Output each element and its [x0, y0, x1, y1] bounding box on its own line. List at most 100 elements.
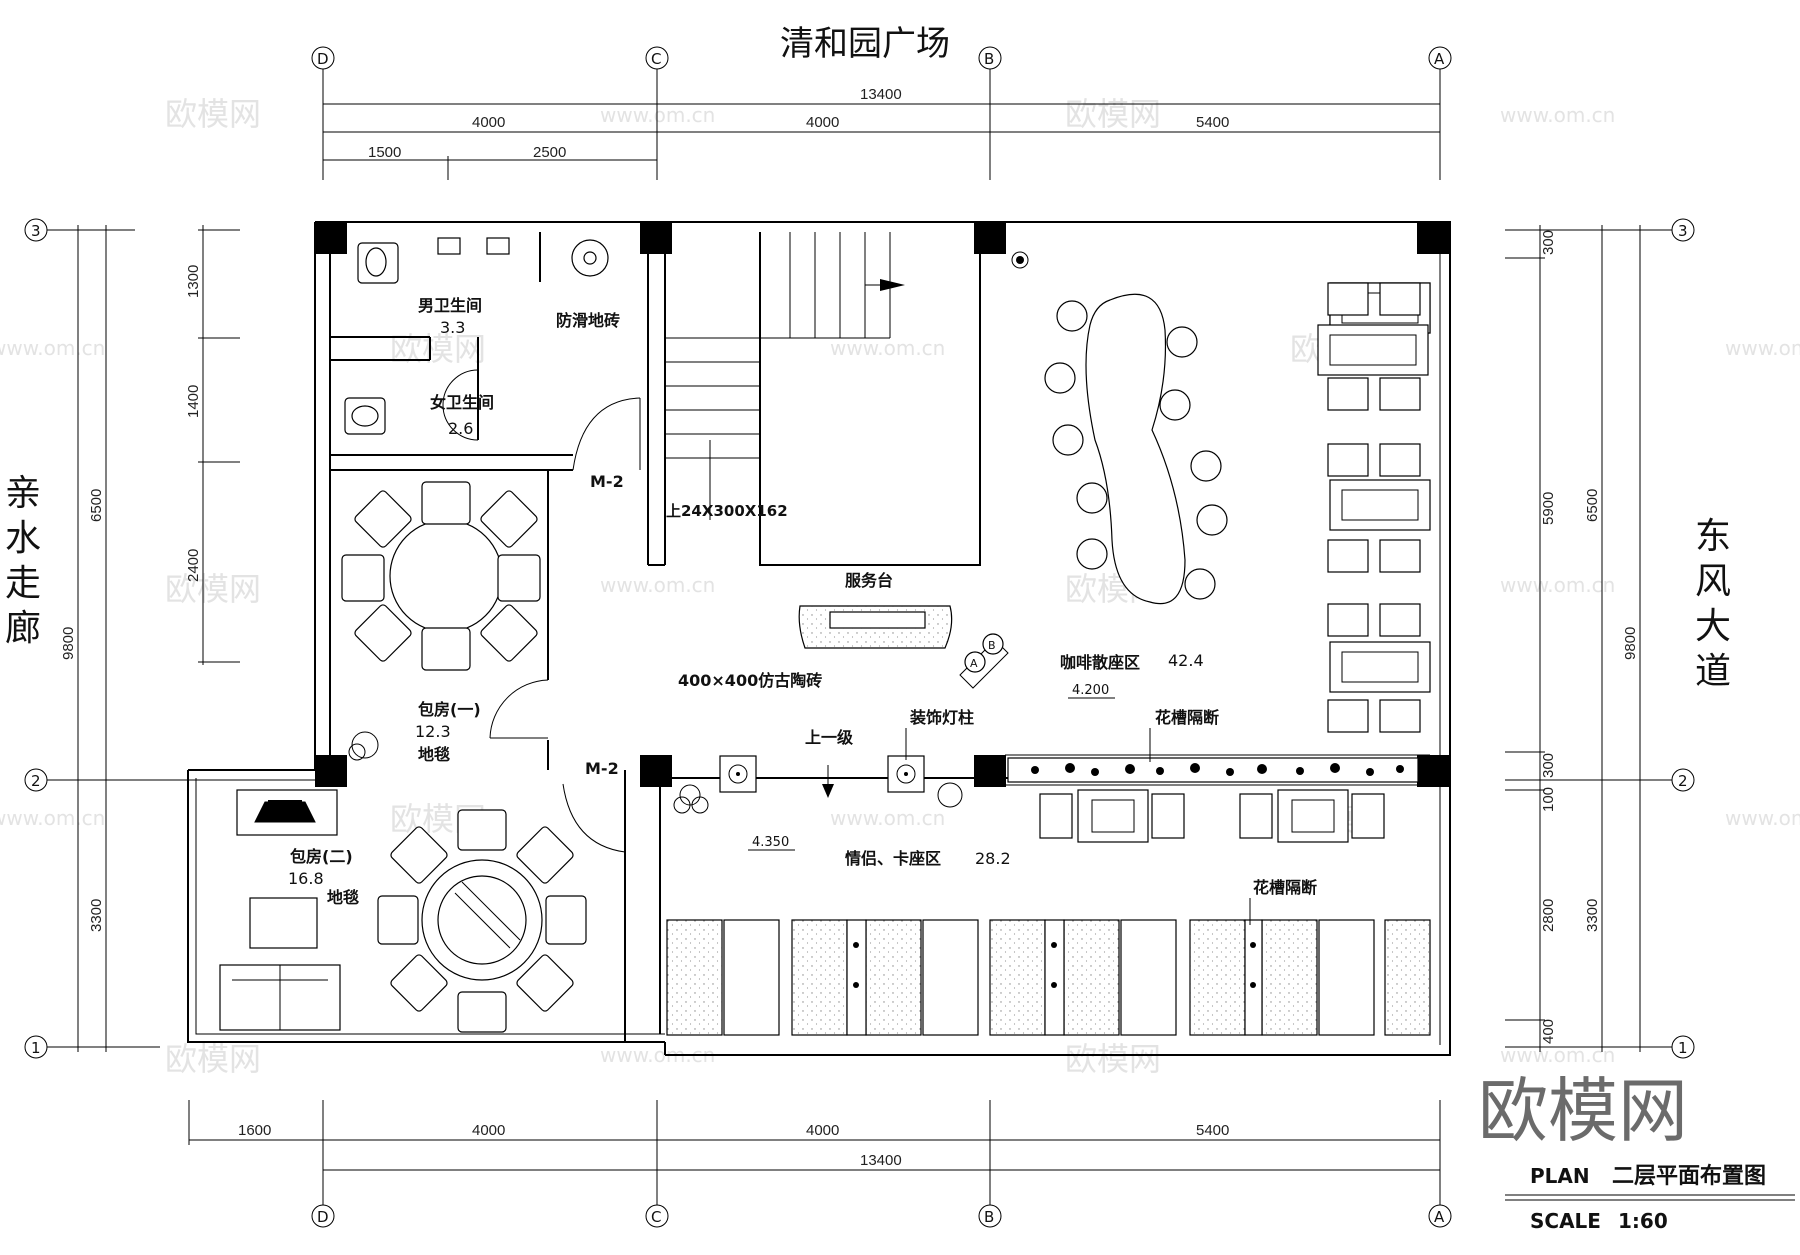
dim-top-seg1: 4000 [472, 114, 505, 131]
watermark-url: www.om.cn [1500, 103, 1615, 127]
coffee-seating-area [1011, 251, 1228, 605]
stair-label: 上24X300X162 [666, 502, 788, 520]
dim-left-low: 3300 [88, 899, 105, 932]
grid-axis-top: D C B A 13400 4000 4000 5400 1500 2500 [311, 46, 1452, 180]
watermark-logo: 欧模网 [1065, 1040, 1161, 1078]
svg-text:大: 大 [1695, 606, 1731, 647]
svg-text:风: 风 [1695, 561, 1731, 602]
area-couple: 28.2 [975, 849, 1011, 868]
grid-bubble-3-right: 3 [1678, 222, 1688, 240]
label-floor-tile: 400×400仿古陶砖 [678, 671, 822, 690]
scale-label: SCALE [1530, 1209, 1601, 1233]
svg-text:廊: 廊 [5, 608, 41, 649]
section-mark-b: B [988, 639, 996, 652]
dim-top-total: 13400 [860, 86, 902, 103]
dim-left-c: 2400 [185, 549, 202, 582]
watermark-url: www.om.cn [1725, 806, 1800, 830]
grid-bubble-d-bottom: D [317, 1208, 329, 1226]
svg-text:走: 走 [5, 563, 41, 604]
dim-left-b: 1400 [185, 385, 202, 418]
dim-bottom-total: 13400 [860, 1152, 902, 1169]
dim-right-a: 300 [1540, 230, 1557, 255]
dim-top-seg2: 4000 [806, 114, 839, 131]
label-service-desk: 服务台 [845, 571, 893, 590]
grid-bubble-3: 3 [31, 222, 41, 240]
service-counter [798, 605, 953, 649]
label-planter-1: 花槽隔断 [1155, 708, 1219, 727]
label-decor-lamp: 装饰灯柱 [909, 708, 974, 727]
watermark-url: www.om.cn [600, 103, 715, 127]
area-coffee: 42.4 [1168, 651, 1204, 670]
room-label-women-wc: 女卫生间 [430, 393, 494, 412]
dim-bottom-seg2: 4000 [806, 1122, 839, 1139]
room-1-dining [341, 481, 549, 761]
right-side-label: 东 风 大 道 [1695, 516, 1731, 692]
label-couple-area: 情侣、卡座区 [845, 849, 941, 868]
dim-top-sub2: 2500 [533, 144, 566, 161]
grid-bubble-2: 2 [31, 772, 41, 790]
scale-value: 1:60 [1618, 1209, 1668, 1233]
section-mark: A B [959, 633, 1009, 689]
room-area-men-wc: 3.3 [440, 318, 465, 337]
label-coffee-area: 咖啡散座区 [1060, 653, 1140, 672]
grid-bubble-d: D [317, 50, 329, 68]
room-label-men-wc: 男卫生间 [418, 296, 482, 315]
floor-label-antislip: 防滑地砖 [556, 311, 620, 330]
dim-bottom-seg1: 4000 [472, 1122, 505, 1139]
label-planter-2: 花槽隔断 [1253, 878, 1317, 897]
plan-name: 二层平面布置图 [1612, 1163, 1766, 1189]
dim-top-sub1: 1500 [368, 144, 401, 161]
plan-label: PLAN [1530, 1164, 1590, 1188]
plan-top-label: 清和园广场 [780, 24, 950, 64]
watermark-logo: 欧模网 [165, 1040, 261, 1078]
planter-partition-1 [1007, 757, 1419, 783]
watermark-url: www.om.cn [830, 806, 945, 830]
grid-axis-left: 3 2 1 1300 1400 2400 6500 3300 9800 [24, 218, 315, 1059]
structural-columns [315, 222, 1449, 787]
room-floor-room1: 地毯 [418, 745, 450, 764]
staircase: 上24X300X162 [665, 232, 905, 520]
title-block-logo: 欧模网 [1478, 1070, 1688, 1152]
door-tag-1: M-2 [590, 472, 624, 491]
dim-left-total: 9800 [60, 627, 77, 660]
elevation-1: 4.200 [1072, 683, 1109, 698]
svg-text:亲: 亲 [5, 473, 41, 514]
watermark-logo: 欧模网 [165, 95, 261, 133]
room-floor-room2: 地毯 [327, 888, 359, 907]
left-side-label: 亲 水 走 廊 [5, 473, 41, 649]
dim-right-d: 100 [1540, 787, 1557, 812]
dim-right-total: 9800 [1622, 627, 1639, 660]
section-mark-a: A [970, 657, 978, 670]
grid-bubble-c: C [651, 50, 661, 68]
watermark-url: www.om.cn [1725, 336, 1800, 360]
dim-right-e: 2800 [1540, 899, 1557, 932]
dim-left-a: 1300 [185, 265, 202, 298]
toilet-fixtures [344, 237, 641, 471]
couple-booths [1039, 789, 1385, 843]
room-area-women-wc: 2.6 [448, 419, 473, 438]
label-step-up: 上一级 [805, 728, 854, 747]
watermark-logo: 欧模网 [390, 330, 486, 368]
watermark-url: www.om.cn [0, 806, 105, 830]
grid-bubble-b: B [984, 50, 994, 68]
room-label-room2: 包房(二) [290, 847, 353, 866]
room-label-room1: 包房(一) [418, 700, 481, 719]
svg-text:道: 道 [1695, 651, 1731, 692]
dim-right-b: 5900 [1540, 492, 1557, 525]
elevation-2: 4.350 [752, 835, 789, 850]
room-2-dining [219, 783, 626, 1033]
dim-right-c: 300 [1540, 753, 1557, 778]
dim-right-mid: 6500 [1584, 489, 1601, 522]
room-area-room1: 12.3 [415, 722, 451, 741]
watermark-logo: 欧模网 [1065, 95, 1161, 133]
watermark-url: www.om.cn [1500, 573, 1615, 597]
grid-bubble-1: 1 [31, 1039, 41, 1057]
bottom-booth-row [666, 919, 1431, 1036]
dim-left-mid: 6500 [88, 489, 105, 522]
door-tag-2: M-2 [585, 759, 619, 778]
dim-right-low: 3300 [1584, 899, 1601, 932]
grid-bubble-a: A [1434, 50, 1445, 68]
grid-bubble-b-bottom: B [984, 1208, 994, 1226]
room-area-room2: 16.8 [288, 869, 324, 888]
